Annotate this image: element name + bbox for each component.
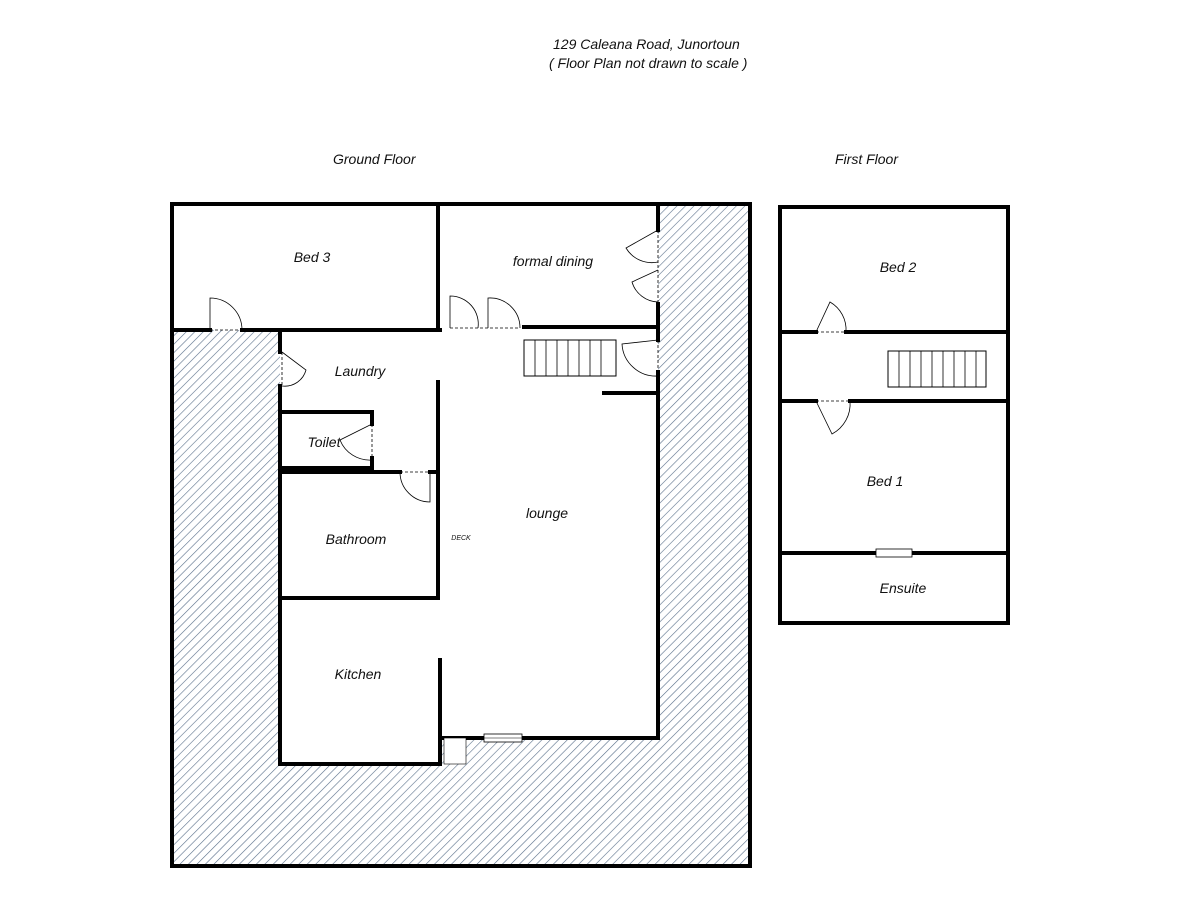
first-windows	[875, 548, 913, 558]
room-label-bed-3: Bed 3	[294, 249, 331, 265]
deck-area	[172, 204, 750, 866]
plan-scale-note: ( Floor Plan not drawn to scale )	[549, 55, 748, 71]
first-floor-walls	[778, 205, 1010, 625]
room-label-toilet: Toilet	[308, 434, 342, 450]
ground-stairs	[523, 339, 617, 377]
room-label-kitchen: Kitchen	[335, 666, 382, 682]
ground-floor-label: Ground Floor	[333, 151, 416, 167]
plan-address: 129 Caleana Road, Junortoun	[553, 36, 740, 52]
first-doors	[815, 301, 851, 435]
room-label-bathroom: Bathroom	[326, 531, 387, 547]
room-label-formal-dining: formal dining	[513, 253, 593, 269]
ground-windows	[483, 733, 523, 743]
room-label-bed-1: Bed 1	[867, 473, 904, 489]
room-label-bed-2: Bed 2	[880, 259, 917, 275]
first-floor-label: First Floor	[835, 151, 898, 167]
first-stairs	[887, 350, 987, 388]
ground-floor-walls	[170, 202, 752, 868]
room-label-deck: DECK	[451, 535, 471, 542]
room-label-ensuite: Ensuite	[880, 580, 927, 596]
room-label-lounge: lounge	[526, 505, 568, 521]
room-label-laundry: Laundry	[335, 363, 387, 379]
ground-doors	[209, 229, 659, 765]
